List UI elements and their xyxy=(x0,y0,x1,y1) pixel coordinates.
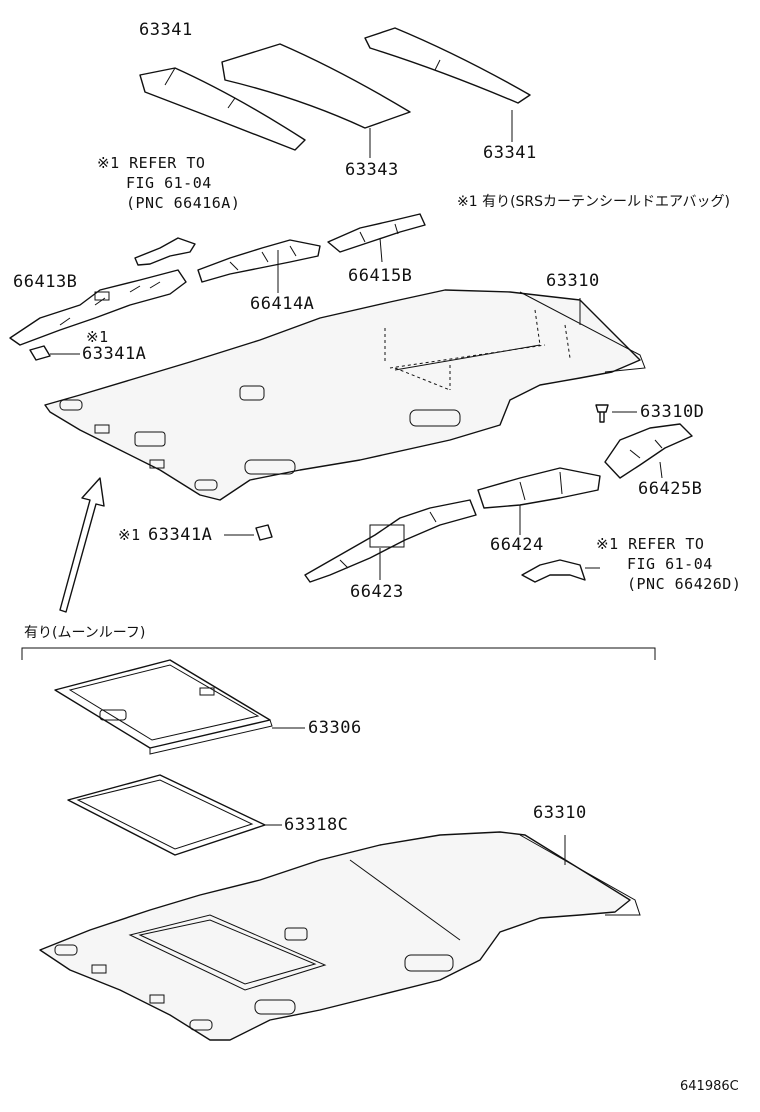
grab-recess-6 xyxy=(244,459,296,475)
label-brace-66413b[interactable]: 66413B xyxy=(13,272,78,292)
clip-loose-shape[interactable] xyxy=(255,524,273,541)
rail-66424-detail xyxy=(519,471,563,501)
brace-66415b-detail xyxy=(359,223,399,243)
grab-recess-lower-4 xyxy=(189,1019,213,1031)
brace-66413b-shape[interactable] xyxy=(9,269,187,346)
weatherstrip-inner xyxy=(76,779,254,850)
rail-66425b-detail xyxy=(629,439,663,459)
bracket-66416a-shape[interactable] xyxy=(134,237,196,266)
refer-upper-line2: FIG 61-04 xyxy=(126,174,212,192)
grab-recess-2 xyxy=(94,424,110,434)
label-clip-left-mark: ※1 xyxy=(86,328,109,346)
rail-66423-detail xyxy=(339,511,437,569)
clip-left-shape[interactable] xyxy=(29,345,51,361)
sunshade-handle xyxy=(99,709,127,721)
pad-left-shape[interactable] xyxy=(139,67,306,151)
label-pad-left[interactable]: 63341 xyxy=(139,20,193,40)
label-headliner-upper[interactable]: 63310 xyxy=(546,271,600,291)
label-clip-left[interactable]: 63341A xyxy=(82,344,147,364)
refer-upper-line3[interactable]: (PNC 66416A) xyxy=(126,194,241,212)
rail-66423-box xyxy=(369,524,405,548)
grab-recess-8 xyxy=(409,409,461,427)
sunshade-inner xyxy=(68,664,273,755)
grab-recess-lower-1 xyxy=(54,944,78,956)
label-clip-loose-mark: ※1 xyxy=(118,526,141,544)
label-rail-66425b[interactable]: 66425B xyxy=(638,479,703,499)
brace-66414a-shape[interactable] xyxy=(197,239,321,283)
rail-66423-shape[interactable] xyxy=(304,499,477,583)
pad-right-shape[interactable] xyxy=(364,27,531,104)
section-bracket xyxy=(21,647,656,660)
label-pad-center[interactable]: 63343 xyxy=(345,160,399,180)
brace-66413b-detail xyxy=(59,281,161,326)
label-weatherstrip[interactable]: 63318C xyxy=(284,815,349,835)
pad-center-shape[interactable] xyxy=(221,43,411,129)
refer-lower-line3[interactable]: (PNC 66426D) xyxy=(627,575,742,593)
moonroof-opening-inner xyxy=(138,919,317,985)
brace-66413b-hole xyxy=(94,291,110,301)
label-clip-screw[interactable]: 63310D xyxy=(640,402,705,422)
label-clip-loose[interactable]: 63341A xyxy=(148,525,213,545)
pad-right-fold xyxy=(434,59,441,71)
rail-66424-shape[interactable] xyxy=(477,467,601,509)
leader-rail-66425b xyxy=(659,461,663,479)
brace-66415b-shape[interactable] xyxy=(327,213,426,253)
grab-recess-lower-3 xyxy=(149,994,165,1004)
grab-recess-lower-6 xyxy=(284,927,308,941)
label-headliner-lower[interactable]: 63310 xyxy=(533,803,587,823)
bracket-66426d-shape[interactable] xyxy=(521,559,586,583)
grab-recess-lower-5 xyxy=(254,999,296,1015)
label-rail-66424[interactable]: 66424 xyxy=(490,535,544,555)
assembly-arrow xyxy=(59,477,105,613)
moonroof-condition: 有り(ムーンルーフ) xyxy=(24,625,146,641)
weatherstrip-shape[interactable] xyxy=(67,774,266,856)
moonroof-opening xyxy=(128,914,327,991)
label-pad-right[interactable]: 63341 xyxy=(483,143,537,163)
grab-recess-1 xyxy=(59,399,83,411)
grab-recess-7 xyxy=(239,385,265,401)
headliner-upper-box xyxy=(394,344,541,371)
leader-brace-66415b xyxy=(379,237,383,263)
grab-recess-lower-7 xyxy=(404,954,454,972)
brace-66414a-detail xyxy=(229,245,297,271)
clip-screw-shape[interactable] xyxy=(595,404,609,423)
grab-recess-5 xyxy=(194,479,218,491)
drawing-code: 641986C xyxy=(680,1079,739,1094)
refer-lower-line2: FIG 61-04 xyxy=(627,555,713,573)
airbag-note: ※1 有り(SRSカーテンシールドエアバッグ) xyxy=(457,194,730,210)
label-rail-66423[interactable]: 66423 xyxy=(350,582,404,602)
headliner-lower-crease xyxy=(349,859,461,941)
label-brace-66414a[interactable]: 66414A xyxy=(250,294,315,314)
rail-66425b-shape[interactable] xyxy=(604,423,693,479)
label-brace-66415b[interactable]: 66415B xyxy=(348,266,413,286)
grab-recess-3 xyxy=(134,431,166,447)
headliner-upper-guide xyxy=(384,309,571,391)
headliner-lower-rear-edge xyxy=(519,834,641,916)
pad-left-fold xyxy=(164,67,236,109)
grab-recess-lower-2 xyxy=(91,964,107,974)
grab-recess-4 xyxy=(149,459,165,469)
label-sunshade[interactable]: 63306 xyxy=(308,718,362,738)
sunshade-tab xyxy=(199,687,215,696)
refer-upper-line1: ※1 REFER TO xyxy=(97,154,206,172)
headliner-lower-shape[interactable] xyxy=(39,831,631,1041)
headliner-upper-shape[interactable] xyxy=(44,289,641,501)
refer-lower-line1: ※1 REFER TO xyxy=(596,535,705,553)
